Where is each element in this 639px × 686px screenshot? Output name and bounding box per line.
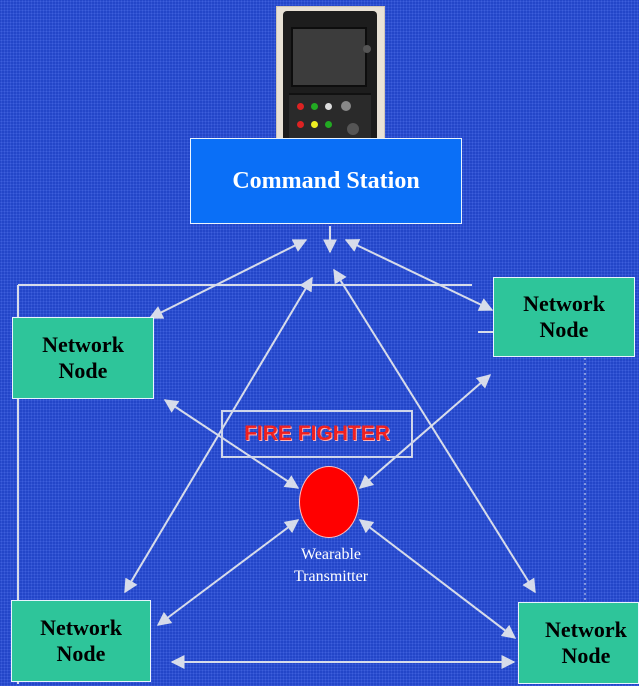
arrow-tx-bottomright xyxy=(358,519,517,639)
command-station-label: Command Station xyxy=(232,167,420,194)
node-label-line1: Network xyxy=(523,291,605,316)
node-label-line2: Node xyxy=(539,317,589,342)
device-screen xyxy=(291,27,367,87)
arrow-tx-bottomleft xyxy=(156,519,300,626)
fire-fighter-box: FIRE FIGHTER xyxy=(221,410,413,458)
node-label-line2: Node xyxy=(58,358,108,383)
arrow-tx-topright xyxy=(358,374,492,489)
arrow-station-topleft xyxy=(148,239,308,319)
arrow-tx-topleft xyxy=(163,399,300,489)
transmitter-label: Wearable Transmitter xyxy=(266,544,396,588)
device-photo-icon xyxy=(276,6,385,160)
device-lens xyxy=(363,45,371,53)
node-label-line2: Node xyxy=(56,641,106,666)
node-label-line1: Network xyxy=(545,617,627,642)
node-label-line1: Network xyxy=(40,615,122,640)
node-label-line2: Node xyxy=(561,643,611,668)
transmitter-label-line2: Transmitter xyxy=(293,568,369,585)
node-label-line1: Network xyxy=(42,332,124,357)
command-station-box: Command Station xyxy=(190,138,462,224)
arrow-station-topright xyxy=(344,239,494,311)
fire-fighter-label: FIRE FIGHTER xyxy=(244,422,390,445)
transmitter-circle xyxy=(299,466,359,538)
transmitter-label-line1: Wearable xyxy=(301,546,361,563)
device-case xyxy=(283,11,377,153)
device-panel xyxy=(289,93,371,143)
